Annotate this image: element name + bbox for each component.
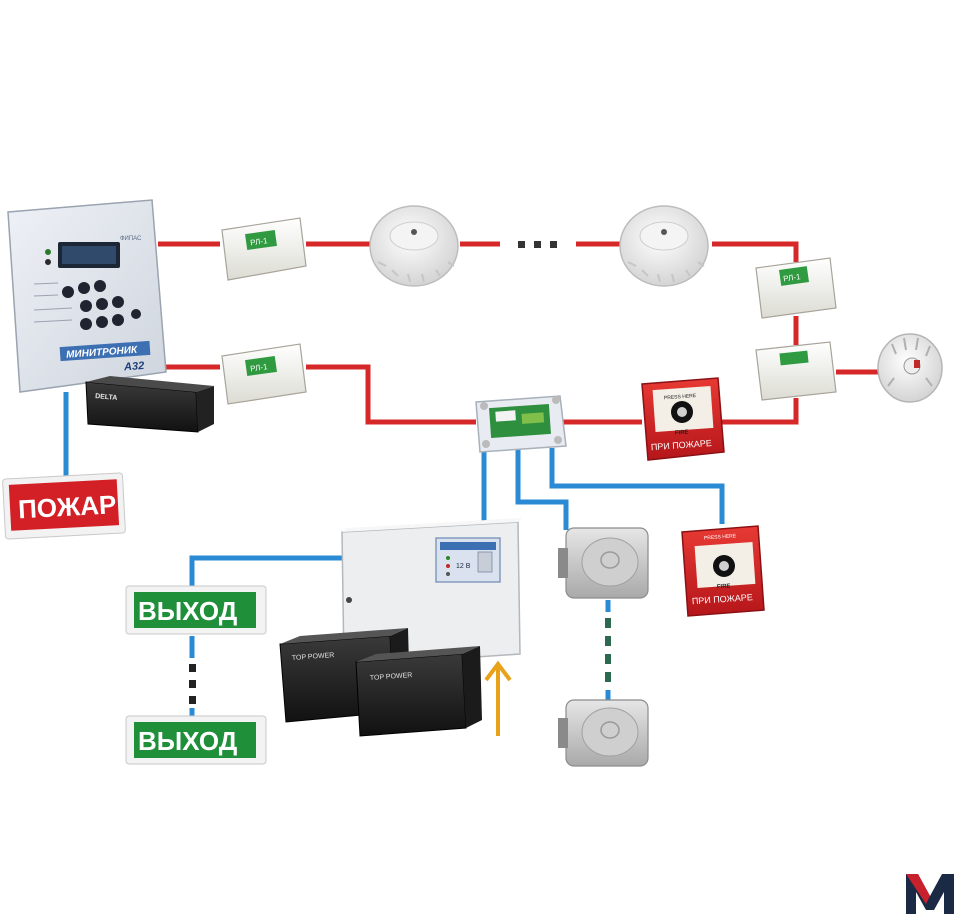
call-point-1-bottom: ПРИ ПОЖАРЕ: [651, 438, 713, 452]
corner-logo: [906, 874, 954, 914]
red-loop-lines: [158, 241, 880, 425]
mains-input-arrow: [484, 660, 512, 736]
relay-module-3: РЛ-1: [755, 257, 837, 319]
psu-label: 12 В: [456, 563, 471, 570]
blue-lines: [63, 392, 725, 722]
exit-sign-2: ВЫХОД: [125, 715, 267, 765]
panel-keypad: [62, 280, 141, 330]
exit-sign-1-text: ВЫХОД: [138, 596, 238, 626]
heat-detector: [877, 333, 943, 403]
fire-sign-text: ПОЖАР: [17, 489, 117, 524]
panel-brand-text: МИНИТРОНИК: [66, 345, 138, 361]
smoke-detector-1: [369, 205, 459, 287]
psu-battery-1-label: TOP POWER: [292, 652, 335, 662]
panel-brand-band: [59, 340, 151, 362]
call-point-2-bottom: ПРИ ПОЖАРЕ: [692, 592, 754, 606]
exit-sign-1: ВЫХОД: [125, 585, 267, 635]
small-battery-label: DELTA: [95, 393, 118, 402]
call-point-1-mid: FIRE: [675, 430, 689, 437]
panel-model-text: А32: [123, 360, 145, 373]
relay-module-1: РЛ-1: [221, 217, 307, 281]
manual-call-point-2: PRESS HERE FIRE ПРИ ПОЖАРЕ: [681, 525, 765, 617]
siren-2: [558, 699, 649, 767]
siren-continuation-dots: [605, 618, 611, 682]
panel-backup-battery: DELTA: [85, 376, 214, 433]
psu-battery-2: TOP POWER: [355, 646, 482, 737]
psu-battery-2-label: TOP POWER: [370, 672, 413, 682]
exit-sign-2-text: ВЫХОД: [138, 726, 238, 756]
loop-continuation-dots: [518, 241, 557, 248]
relay-label-1: РЛ-1: [250, 236, 269, 247]
manual-call-point-1: PRESS HERE FIRE ПРИ ПОЖАРЕ: [641, 377, 725, 461]
relay-label-3: РЛ-1: [783, 272, 802, 283]
control-panel: МИНИТРОНИК А32 ФИПАС: [7, 199, 167, 393]
relay-module-4: [755, 341, 837, 401]
exit-continuation-dots: [189, 664, 196, 704]
fire-sign: ПОЖАР: [2, 472, 126, 540]
relay-label-2: РЛ-1: [250, 362, 269, 373]
relay-module-2: РЛ-1: [221, 343, 307, 405]
smoke-detector-2: [619, 205, 709, 287]
panel-maker-text: ФИПАС: [120, 236, 142, 242]
siren-1: [558, 527, 649, 599]
call-point-1-top: PRESS HERE: [664, 393, 697, 401]
junction-box: [475, 395, 567, 453]
call-point-2-mid: FIRE: [717, 584, 731, 591]
call-point-2-top: PRESS HERE: [704, 533, 737, 541]
